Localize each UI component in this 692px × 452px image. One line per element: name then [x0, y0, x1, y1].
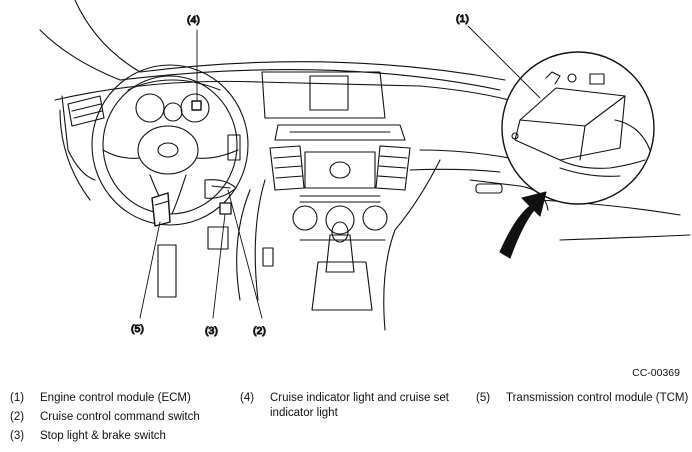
cruise-indicator-light-marker	[191, 100, 202, 111]
legend-text: Transmission control module (TCM)	[506, 392, 689, 404]
stop-light-switch-marker	[219, 202, 232, 215]
pedals	[157, 226, 274, 298]
figure-code: CC-00369	[632, 367, 680, 379]
callout-2: (2)	[253, 325, 266, 337]
inset-arrow	[499, 191, 547, 259]
legend-number: (5)	[476, 392, 491, 404]
left-vent	[67, 95, 105, 127]
dashboard-illustration: (1) (4) (5) (3) (2)	[39, 0, 691, 338]
tcm-module	[151, 192, 171, 227]
legend-text: Cruise indicator light and cruise set in…	[270, 392, 449, 419]
center-console	[269, 124, 411, 311]
ecm-inset	[501, 51, 655, 205]
legend-text: Cruise control command switch	[40, 411, 200, 423]
leader-lines	[139, 25, 541, 319]
instrument-cluster	[127, 79, 221, 123]
legend-text: Engine control module (ECM)	[40, 392, 191, 404]
column-switch-area	[204, 134, 241, 199]
callout-4: (4)	[187, 14, 200, 26]
legend-number: (2)	[10, 411, 25, 423]
callout-3: (3)	[205, 325, 218, 337]
legend-number: (1)	[10, 392, 25, 404]
legend-number: (4)	[240, 392, 255, 404]
legend-number: (3)	[10, 430, 25, 442]
center-display	[261, 71, 386, 119]
callout-1: (1)	[456, 13, 469, 25]
windshield-lines	[39, 0, 506, 91]
legend-text: Stop light & brake switch	[40, 430, 166, 442]
callout-5: (5)	[131, 323, 144, 335]
